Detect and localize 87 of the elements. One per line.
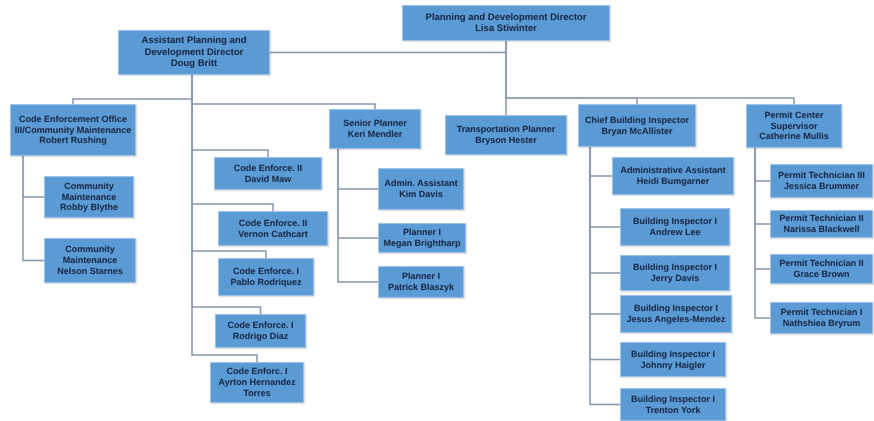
employee-name: Megan Brightharp	[383, 238, 460, 249]
job-title: Transportation Planner	[456, 124, 556, 135]
employee-name: Ayrton Hernandez Torres	[217, 377, 297, 399]
job-title: Permit Technician II	[779, 213, 864, 224]
position-box	[620, 295, 732, 333]
position-box	[329, 109, 421, 149]
job-title: Building Inspector I	[632, 262, 717, 273]
position-box	[578, 104, 696, 147]
employee-name: Robby Blythe	[60, 202, 118, 214]
employee-name: Pablo Rodriquez	[230, 277, 302, 288]
connector-line	[754, 148, 770, 319]
job-title: Chief Building Inspector	[584, 114, 689, 126]
employee-name: Grace Brown	[793, 269, 850, 280]
employee-name: Robert Rushing	[39, 135, 107, 146]
employee-name: Kim Davis	[399, 189, 443, 200]
employee-name: Rodrigo Diaz	[232, 331, 288, 342]
position-box	[746, 104, 842, 148]
job-title: Permit Technician I	[780, 307, 862, 318]
job-title: Planner I	[402, 227, 441, 238]
employee-name: Doug Britt	[170, 58, 218, 70]
position-box	[445, 115, 567, 155]
employee-name: Catherine Mullis	[759, 131, 829, 142]
job-title: Admin. Assistant	[384, 178, 458, 189]
employee-name: Jerry Davis	[650, 273, 700, 284]
job-title: Permit Technician III	[778, 170, 865, 181]
employee-name: Lisa Stiwinter	[475, 23, 537, 34]
position-box	[218, 211, 328, 246]
position-box	[44, 176, 134, 218]
employee-name: Bryan McAllister	[601, 126, 673, 136]
job-title: Senior Planner	[343, 118, 407, 129]
position-box	[118, 30, 270, 75]
position-box	[44, 238, 136, 283]
position-box	[378, 266, 464, 298]
position-box	[214, 157, 322, 190]
job-title: Community Maintenance	[62, 244, 118, 266]
connector-line	[589, 147, 620, 406]
job-title: Code Enforce. II	[234, 162, 302, 174]
employee-name: Keri Mendler	[348, 129, 402, 140]
position-box	[620, 388, 726, 421]
employee-name: Nathshiea Bryrum	[782, 318, 860, 329]
position-box	[215, 314, 306, 348]
employee-name: Heidi Bumgarner	[636, 176, 710, 187]
employee-name: Narissa Blackwell	[783, 224, 860, 235]
position-box	[620, 255, 730, 291]
position-box	[612, 157, 734, 195]
employee-name: Patrick Blaszyk	[388, 282, 454, 293]
job-title: Building Inspector I	[632, 216, 717, 227]
job-title: Code Enforcement Office III/Community Maintenance	[14, 114, 132, 136]
position-box	[218, 258, 314, 296]
job-title: Planner I	[402, 271, 440, 282]
position-box	[770, 254, 873, 284]
job-title: Permit Center Supervisor	[763, 110, 825, 132]
employee-name: Andrew Lee	[649, 227, 700, 238]
job-title: Building Inspector I	[634, 303, 718, 314]
employee-name: Jesus Angeles-Mendez	[626, 314, 726, 325]
position-box	[620, 208, 730, 246]
connector-line	[22, 156, 44, 262]
position-box	[402, 5, 610, 41]
connector-line	[505, 41, 795, 104]
job-title: Building Inspector I	[630, 394, 715, 404]
connector-line	[191, 75, 258, 362]
position-box	[770, 164, 873, 198]
employee-name: Bryson Hester	[475, 135, 537, 146]
employee-name: Jessica Brummer	[784, 181, 860, 192]
position-box	[378, 223, 466, 253]
job-title: Code Enforce. I	[227, 320, 294, 331]
connector-line	[337, 149, 378, 283]
job-title: Code Enforce. I	[232, 266, 299, 277]
position-box	[770, 210, 873, 238]
job-title: Code Enforce. II	[238, 218, 308, 228]
position-box	[378, 168, 464, 210]
position-box	[620, 342, 726, 377]
employee-name: Johnny Haigler	[640, 360, 706, 370]
employee-name: Trenton York	[646, 404, 700, 416]
job-title: Permit Technician II	[779, 258, 864, 269]
job-title: Building Inspector I	[630, 348, 715, 360]
position-box	[10, 104, 136, 156]
job-title: Community Maintenance	[60, 180, 118, 202]
job-title: Administrative Assistant	[620, 165, 726, 176]
employee-name: Nelson Starnes	[57, 266, 123, 277]
job-title: Planning and Development Director	[426, 12, 586, 23]
position-box	[770, 302, 873, 334]
employee-name: Vernon Cathcart	[238, 228, 308, 240]
employee-name: David Maw	[244, 174, 292, 184]
job-title: Assistant Planning and Development Director	[140, 35, 248, 58]
job-title: Code Enforc. I	[226, 366, 288, 378]
position-box	[210, 362, 304, 403]
